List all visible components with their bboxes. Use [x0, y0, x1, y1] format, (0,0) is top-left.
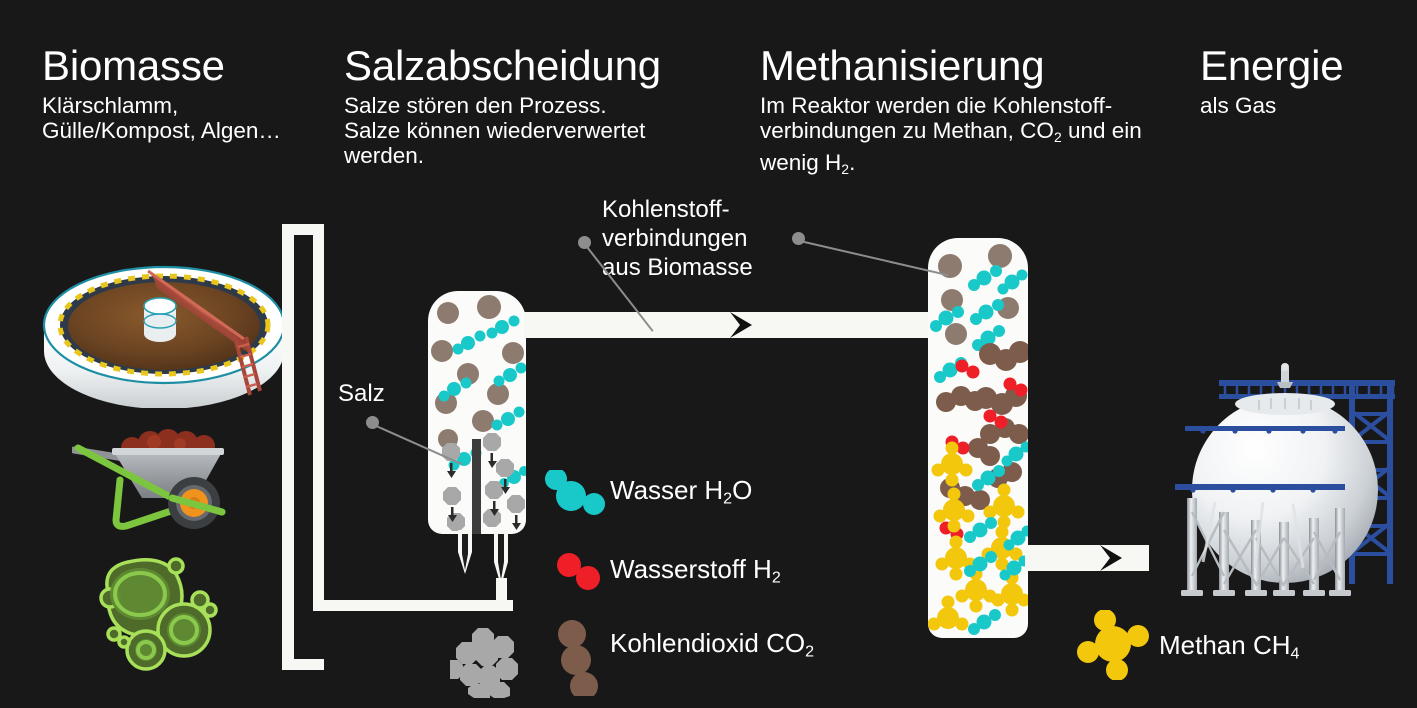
legend-water-sub: 2: [723, 489, 733, 508]
column-title-methanisierung: Methanisierung: [760, 42, 1045, 89]
column-subtitle-salzabscheidung: Salze stören den Prozess. Salze können w…: [344, 93, 646, 168]
methan-sub-part1: Im Reaktor werden die Kohlenstoff- verbi…: [760, 93, 1113, 143]
legend-item-methane: Methan CH4: [1075, 610, 1405, 680]
water-molecule-icon: [545, 470, 605, 515]
biomass-collector-bracket-bottom: [282, 659, 324, 670]
hydrogen-molecule-icon: [557, 553, 600, 590]
salt-tower-outlets: [428, 530, 526, 610]
legend-item-hydrogen: Wasserstoff H2: [555, 553, 855, 593]
wheelbarrow-compost-icon: [70, 420, 262, 550]
legend-water-name: Wasser H: [610, 475, 724, 505]
methane-molecule-icon: [1077, 610, 1149, 680]
biomass-collector-bracket-top: [282, 224, 324, 235]
callout-salt-label: Salz: [338, 380, 385, 407]
legend-item-co2: Kohlendioxid CO2: [552, 620, 882, 696]
legend-hydrogen-name: Wasserstoff H: [610, 554, 772, 584]
methan-sub-part3: .: [849, 149, 856, 175]
legend-water-tail: O: [732, 475, 753, 505]
legend-methane-name: Methan CH: [1159, 630, 1291, 660]
legend-hydrogen-sub: 2: [771, 568, 781, 587]
carbon-transfer-arrow-notch: [730, 312, 740, 338]
column-title-salzabscheidung: Salzabscheidung: [344, 42, 661, 89]
legend-methane-sub: 4: [1290, 644, 1300, 663]
algae-cells-icon: [88, 552, 243, 687]
methan-sub-part2: und ein wenig H: [760, 118, 1142, 175]
column-title-energie: Energie: [1200, 42, 1344, 89]
column-subtitle-energie: als Gas: [1200, 93, 1277, 118]
methanation-reactor: [928, 238, 1028, 638]
methan-sub-h2: 2: [841, 160, 850, 177]
legend-label-methane: Methan CH4: [1159, 632, 1299, 662]
callout-carbon-dot-right: [792, 232, 805, 245]
legend-label-co2: Kohlendioxid CO2: [610, 630, 814, 660]
biomass-collector-feed-horizontal: [313, 600, 513, 611]
legend-label-hydrogen: Wasserstoff H2: [610, 556, 781, 586]
column-subtitle-methanisierung: Im Reaktor werden die Kohlenstoff- verbi…: [760, 93, 1142, 182]
salt-separation-tower: [428, 291, 526, 534]
biomass-collector-bracket-vertical: [282, 224, 294, 670]
legend-label-water: Wasser H2O: [610, 477, 752, 507]
callout-carbon-label: Kohlenstoff- verbindungen aus Biomasse: [602, 196, 753, 281]
co2-molecule-icon: [558, 620, 598, 696]
column-title-biomasse: Biomasse: [42, 42, 225, 89]
biomass-collector-feed-vertical: [313, 232, 324, 606]
column-subtitle-biomasse: Klärschlamm, Gülle/Kompost, Algen…: [42, 93, 281, 143]
legend-item-water: Wasser H2O: [545, 470, 845, 516]
callout-carbon-line-right: [799, 240, 949, 276]
legend-co2-sub: 2: [805, 642, 815, 661]
spherical-gas-holder-icon: [1163, 362, 1408, 600]
salt-pile-icon: [445, 626, 528, 698]
legend-co2-name: Kohlendioxid CO: [610, 628, 806, 658]
clarifier-tank-icon: [38, 243, 290, 409]
methane-output-pipe: [1025, 545, 1149, 571]
methan-sub-co2: 2: [1053, 128, 1062, 145]
methane-output-arrow-notch: [1100, 545, 1110, 571]
